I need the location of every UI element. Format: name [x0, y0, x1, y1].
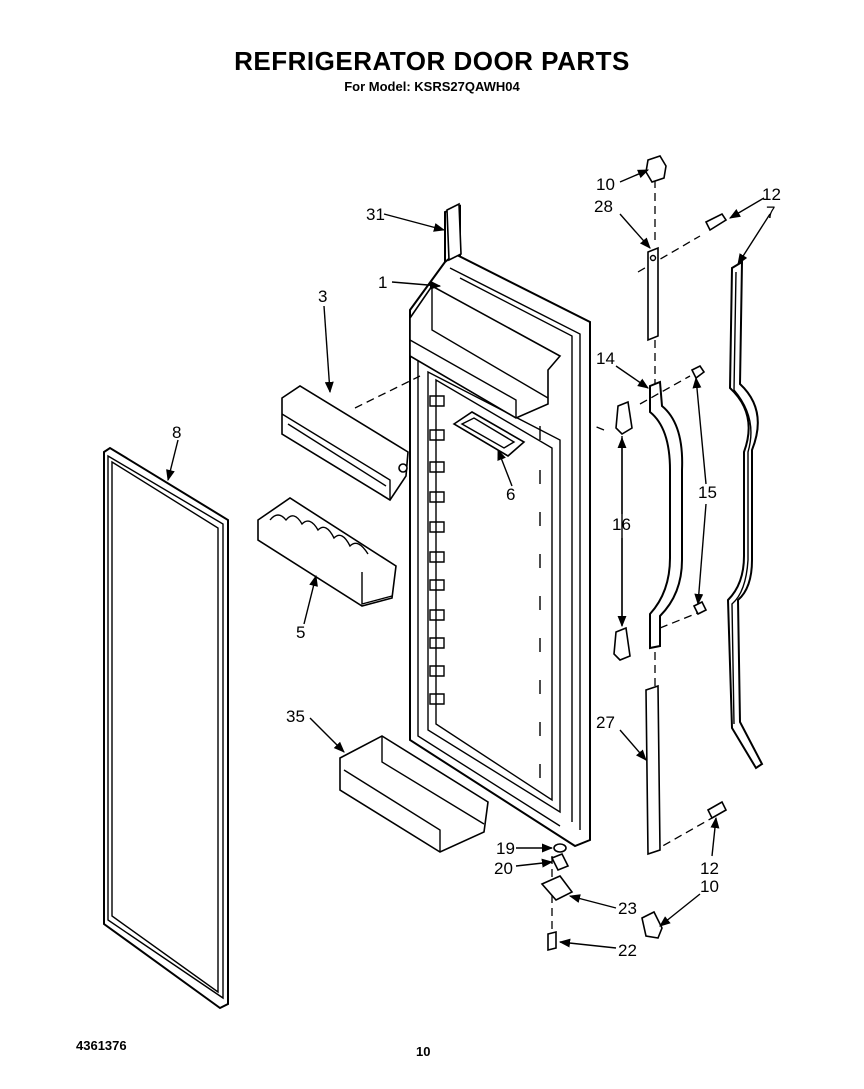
page-number: 10 [416, 1044, 431, 1059]
callout-23: 23 [618, 899, 637, 918]
callout-31: 31 [366, 205, 385, 224]
callout-16: 16 [612, 515, 631, 534]
egg-tray-part [257, 497, 397, 607]
callout-22: 22 [618, 941, 637, 960]
door-assembly-part [409, 204, 591, 848]
callout-12-top: 12 [762, 185, 781, 204]
callout-8: 8 [172, 423, 181, 442]
callout-labels: 31 1 3 8 6 5 35 10 28 12 7 14 15 16 27 1… [172, 175, 781, 960]
document-number: 4361376 [76, 1038, 127, 1053]
callout-6: 6 [506, 485, 515, 504]
callout-10-top: 10 [596, 175, 615, 194]
callout-28: 28 [594, 197, 613, 216]
door-bin-part [339, 735, 489, 853]
leader-lines [166, 169, 771, 949]
page-title: REFRIGERATOR DOOR PARTS [234, 46, 630, 76]
top-trim-part [446, 202, 462, 262]
callout-7: 7 [766, 203, 775, 222]
callout-27: 27 [596, 713, 615, 732]
callout-15: 15 [698, 483, 717, 502]
small-tray-part [452, 411, 526, 457]
callout-10-bottom: 10 [700, 877, 719, 896]
callout-35: 35 [286, 707, 305, 726]
callout-5: 5 [296, 623, 305, 642]
hinge-hardware [540, 155, 728, 952]
handle-trim-part [726, 260, 764, 770]
dairy-compartment-door-part [281, 385, 409, 502]
door-gasket-part [103, 446, 229, 1010]
callout-12-bottom: 12 [700, 859, 719, 878]
callout-19: 19 [496, 839, 515, 858]
door-shelf-ribs [429, 395, 541, 778]
callout-3: 3 [318, 287, 327, 306]
model-subtitle: For Model: KSRS27QAWH04 [344, 79, 520, 94]
callout-1: 1 [378, 273, 387, 292]
callout-20: 20 [494, 859, 513, 878]
callout-14: 14 [596, 349, 615, 368]
